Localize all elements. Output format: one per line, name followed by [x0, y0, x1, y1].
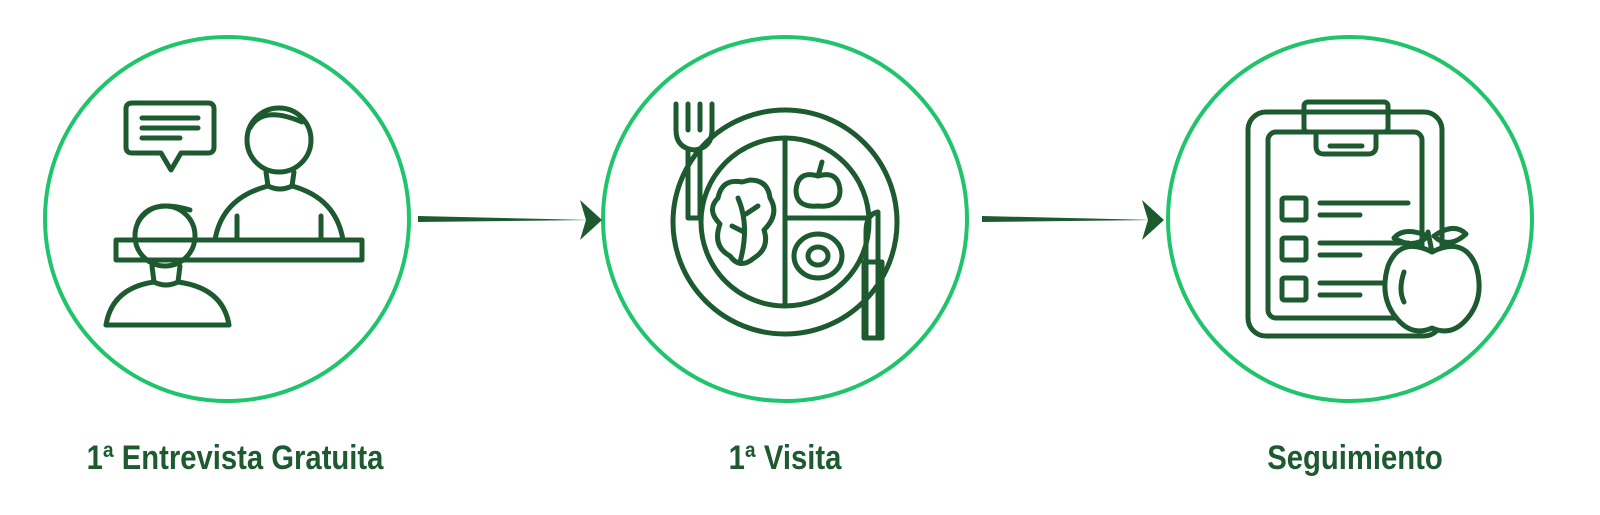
step-1-ring	[43, 35, 411, 403]
step-3-ring	[1166, 35, 1534, 403]
step-3-label: Seguimiento	[1267, 439, 1443, 477]
step-2-ring	[601, 35, 969, 403]
interview-icon	[103, 100, 365, 328]
arrow-2-to-3	[982, 200, 1164, 240]
step-2-label: 1ª Visita	[728, 439, 842, 477]
step-1-label: 1ª Entrevista Gratuita	[86, 439, 384, 477]
arrow-1-to-2	[418, 200, 602, 240]
clipboard-apple-icon	[1245, 99, 1482, 339]
meal-plate-icon	[670, 101, 900, 341]
